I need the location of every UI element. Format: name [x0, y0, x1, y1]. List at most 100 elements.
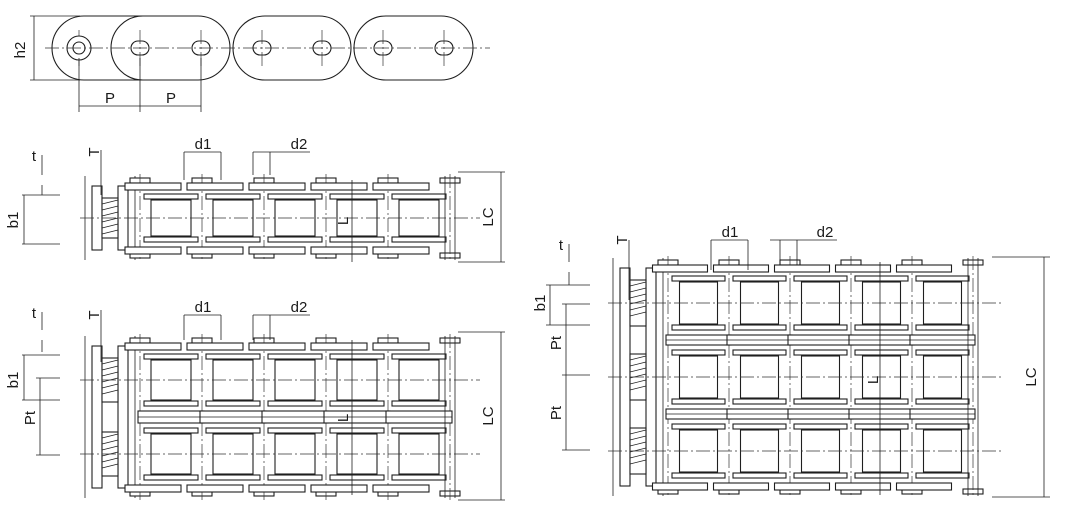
triplex-outer-plate-top-2: [773, 264, 831, 273]
triplex-inner-plate-a-4-0: [915, 275, 970, 282]
pitch-label-2: P: [166, 90, 176, 107]
simplex-chain-view: t T d1 d2 b1 L LC: [5, 136, 505, 263]
duplex-hatch-0-1: [101, 365, 119, 371]
triplex-hatch-0-4: [629, 305, 647, 311]
duplex-hatch-1-2: [101, 445, 119, 451]
triplex-inner-plate-b-2-2: [793, 472, 848, 479]
duplex-inner-plate-b-4-1: [391, 474, 447, 481]
T-label-duplex: T: [86, 310, 103, 319]
duplex-outer-plate-bottom-2: [248, 484, 306, 493]
triplex-hatch-1-4: [629, 379, 647, 385]
T-label-triplex: T: [614, 235, 631, 244]
duplex-outer-plate-top-2: [248, 342, 306, 351]
triplex-inner-plate-b-0-1: [671, 398, 726, 405]
simplex-outer-plate-bottom-3: [310, 246, 368, 255]
simplex-outer-plate-bottom-1: [186, 246, 244, 255]
chain-top-view: h2 P P: [12, 15, 490, 112]
t-label-simplex: t: [32, 148, 37, 165]
simplex-outer-plate-top-3: [310, 182, 368, 191]
triplex-hatch-2-2: [629, 441, 647, 447]
simplex-inner-plate-b-1-0: [205, 236, 261, 243]
duplex-inner-plate-a-0-1: [143, 427, 199, 434]
triplex-inner-plate-a-0-0: [671, 275, 726, 282]
duplex-inner-plate-b-4-0: [391, 400, 447, 407]
simplex-outer-plate-top-1: [186, 182, 244, 191]
triplex-hatch-0-1: [629, 287, 647, 293]
triplex-hatch-1-0: [629, 355, 647, 361]
triplex-inner-plate-b-4-2: [915, 472, 970, 479]
triplex-hatch-2-1: [629, 435, 647, 441]
simplex-outer-plate-top-0: [124, 182, 182, 191]
LC-label-simplex: LC: [480, 207, 497, 226]
duplex-connecting-plate-inner: [117, 345, 129, 489]
duplex-hatch-1-0: [101, 433, 119, 439]
simplex-hatch-0-3: [101, 217, 119, 223]
L-label-duplex: L: [335, 414, 352, 422]
d2-label-triplex: d2: [817, 224, 834, 241]
duplex-outer-plate-top-3: [310, 342, 368, 351]
simplex-hatch-0-0: [101, 199, 119, 205]
LC-label-duplex: LC: [480, 406, 497, 425]
triplex-outer-plate-top-3: [834, 264, 892, 273]
simplex-outer-plate-bottom-4: [372, 246, 430, 255]
t-label-duplex: t: [32, 305, 37, 322]
triplex-inner-plate-b-3-0: [854, 324, 909, 331]
simplex-inner-plate-b-0-0: [143, 236, 199, 243]
triplex-inner-plate-a-4-1: [915, 349, 970, 356]
triplex-hatch-0-2: [629, 293, 647, 299]
simplex-hatch-0-5: [101, 229, 119, 235]
triplex-inner-plate-b-0-0: [671, 324, 726, 331]
duplex-outer-plate-top-0: [124, 342, 182, 351]
L-label-simplex: L: [335, 217, 352, 225]
triplex-inner-plate-a-0-1: [671, 349, 726, 356]
Pt-label-triplex-2: Pt: [548, 405, 565, 420]
triplex-inner-plate-a-1-0: [732, 275, 787, 282]
duplex-chain-view: t T d1 d2 b1 Pt L LC: [5, 299, 505, 501]
b1-label-simplex: b1: [5, 212, 22, 229]
b1-label-triplex: b1: [532, 295, 549, 312]
d1-label-simplex: d1: [195, 136, 212, 153]
simplex-inner-plate-b-4-0: [391, 236, 447, 243]
duplex-inner-plate-a-3-1: [329, 427, 385, 434]
triplex-outer-plate-bottom-1: [712, 482, 770, 491]
triplex-inner-plate-b-4-1: [915, 398, 970, 405]
triplex-chain-view: t T d1 d2 b1 Pt Pt L LC: [532, 224, 1050, 498]
duplex-inner-plate-b-2-0: [267, 400, 323, 407]
triplex-inner-plate-a-3-1: [854, 349, 909, 356]
pitch-label-1: P: [105, 90, 115, 107]
triplex-outer-plate-bottom-2: [773, 482, 831, 491]
triplex-inner-plate-b-1-0: [732, 324, 787, 331]
d2-label-duplex: d2: [291, 299, 308, 316]
Pt-label-duplex: Pt: [22, 410, 39, 425]
duplex-inner-plate-b-3-0: [329, 400, 385, 407]
simplex-hatch-0-2: [101, 211, 119, 217]
triplex-inner-plate-b-4-0: [915, 324, 970, 331]
triplex-inner-plate-b-1-1: [732, 398, 787, 405]
duplex-inner-plate-b-0-0: [143, 400, 199, 407]
triplex-outer-plate-bottom-3: [834, 482, 892, 491]
triplex-hatch-2-5: [629, 459, 647, 465]
duplex-hatch-0-2: [101, 371, 119, 377]
duplex-inner-plate-b-0-1: [143, 474, 199, 481]
duplex-inner-plate-b-1-1: [205, 474, 261, 481]
duplex-inner-plate-b-1-0: [205, 400, 261, 407]
simplex-hatch-0-1: [101, 205, 119, 211]
duplex-hatch-1-4: [101, 457, 119, 463]
triplex-inner-plate-a-0-2: [671, 423, 726, 430]
duplex-inner-plate-a-2-1: [267, 427, 323, 434]
h2-label: h2: [12, 42, 29, 59]
simplex-outer-plate-top-2: [248, 182, 306, 191]
triplex-inner-plate-b-1-2: [732, 472, 787, 479]
duplex-connecting-plate-outer: [91, 345, 103, 489]
duplex-outer-plate-bottom-0: [124, 484, 182, 493]
simplex-inner-plate-b-2-0: [267, 236, 323, 243]
duplex-hatch-1-1: [101, 439, 119, 445]
triplex-inner-plate-a-3-0: [854, 275, 909, 282]
triplex-outer-plate-bottom-0: [651, 482, 709, 491]
T-label-simplex: T: [86, 147, 103, 156]
triplex-inner-plate-a-2-0: [793, 275, 848, 282]
simplex-inner-plate-a-3-0: [329, 193, 385, 200]
triplex-inner-plate-b-0-2: [671, 472, 726, 479]
triplex-inner-plate-b-3-1: [854, 398, 909, 405]
triplex-inner-plate-a-2-2: [793, 423, 848, 430]
